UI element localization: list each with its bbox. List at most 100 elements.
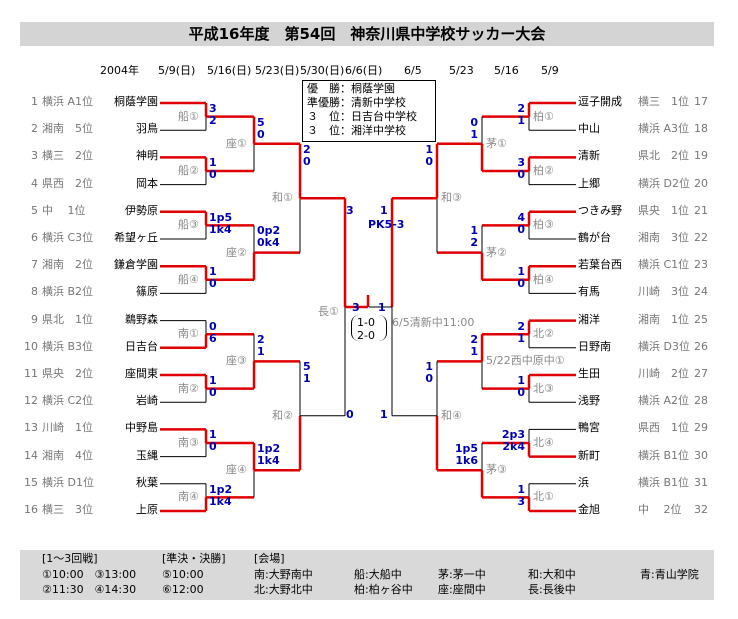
team-name: 湘洋 xyxy=(578,312,600,326)
team-seed: 3 xyxy=(31,149,38,163)
match-venue: 座② xyxy=(226,245,247,259)
team-name: 鵜野森 xyxy=(125,312,158,326)
team-seed: 25 xyxy=(694,312,708,326)
final-detail: 1-0 xyxy=(357,316,375,329)
team-region: 湘南 4位 xyxy=(42,448,93,462)
third-place-row: ３ 位：湘洋中学校 xyxy=(307,124,406,137)
legend-venue-minami: 南:大野南中 xyxy=(254,568,313,581)
team-region: 県西 2位 xyxy=(42,176,93,190)
team-seed: 26 xyxy=(694,339,708,353)
team-name: 上郷 xyxy=(578,176,600,190)
team-seed: 22 xyxy=(694,231,708,244)
match-score-bottom: 1 xyxy=(257,345,265,359)
match-score-top: 3 xyxy=(209,102,217,115)
match-score-bottom: 0 xyxy=(517,222,525,236)
team-name: 生田 xyxy=(578,367,600,380)
match-score-bottom: 1k4 xyxy=(257,454,280,467)
team-name: 鎌倉学園 xyxy=(114,258,158,272)
match-score-bottom: 1 xyxy=(303,372,311,386)
match-venue: 座④ xyxy=(226,463,247,477)
team-region: 横三 1位 xyxy=(638,95,689,108)
team-region: 横三 2位 xyxy=(42,149,93,163)
match-score-top: 1 xyxy=(425,142,433,156)
legend-venue-za: 座:座間中 xyxy=(438,583,486,596)
semifinal-score-top: 3 xyxy=(346,204,354,218)
match-venue: 北② xyxy=(533,327,554,341)
match-score-top: 2 xyxy=(517,319,525,333)
team-seed: 12 xyxy=(24,394,38,408)
legend-venue-wa: 和:大和中 xyxy=(528,568,576,581)
match-score-bottom: 0 xyxy=(517,277,525,291)
match-score-bottom: 0 xyxy=(425,372,433,386)
final-venue: 6/5清新中11:00 xyxy=(392,316,475,329)
match-score-bottom: 0 xyxy=(425,154,433,168)
team-name: 日吉台 xyxy=(125,339,158,353)
match-score-bottom: 0 xyxy=(209,168,217,182)
match-score-bottom: 6 xyxy=(209,331,217,345)
team-seed: 7 xyxy=(31,258,38,272)
match-score-bottom: 0 xyxy=(209,277,217,291)
team-region: 中 2位 xyxy=(638,503,682,516)
team-name: 逗子開成 xyxy=(578,95,622,108)
team-name: 篠原 xyxy=(136,285,158,299)
legend-venue-ao: 青:青山学院 xyxy=(640,568,699,581)
match-venue: 北④ xyxy=(533,436,554,449)
legend-venue-chi: 茅:茅一中 xyxy=(438,568,486,581)
team-region: 湘南 3位 xyxy=(638,231,689,244)
team-region: 横浜 B1位 xyxy=(638,448,690,462)
match-score-top: 2p3 xyxy=(501,428,525,442)
date-right-sf: 6/5 xyxy=(404,64,422,77)
team-region: 横浜 C3位 xyxy=(42,231,94,244)
match-score-bottom: 1 xyxy=(517,114,525,127)
match-score-top: 1 xyxy=(209,374,217,387)
match-score-bottom: 1 xyxy=(470,345,478,359)
semifinal-score-bottom: 0 xyxy=(346,407,354,421)
match-venue: 北③ xyxy=(533,381,554,395)
team-region: 横浜 B2位 xyxy=(42,285,94,299)
team-region: 県央 2位 xyxy=(42,367,93,380)
team-seed: 23 xyxy=(694,258,708,272)
team-seed: 18 xyxy=(694,122,708,136)
team-seed: 19 xyxy=(694,149,708,163)
third-place-row: ３ 位：日吉台中学校 xyxy=(307,110,417,123)
team-seed: 16 xyxy=(24,503,38,516)
team-name: 秋葉 xyxy=(136,475,158,489)
match-venue: 船③ xyxy=(178,218,199,232)
team-name: 日野南 xyxy=(578,339,611,353)
date-r1: 5/9(日) xyxy=(158,64,196,77)
team-region: 川崎 2位 xyxy=(638,367,689,380)
match-score-top: 1 xyxy=(517,374,525,387)
team-seed: 2 xyxy=(31,122,38,136)
match-score-top: 1 xyxy=(517,265,525,279)
match-score-bottom: 1k4 xyxy=(209,494,232,508)
team-name: 金旭 xyxy=(578,503,600,516)
team-name: 中山 xyxy=(578,122,600,136)
match-score-top: 1p5 xyxy=(209,210,233,224)
semifinal-score-bottom: 1 xyxy=(380,407,388,421)
match-score-top: 1p2 xyxy=(257,442,281,455)
match-score-top: 1 xyxy=(470,224,478,238)
date-qf: 5/30(日) xyxy=(300,64,345,77)
match-score-top: 0 xyxy=(209,319,217,333)
team-region: 横浜 A1位 xyxy=(42,95,94,108)
date-r2: 5/16(日) xyxy=(207,64,252,77)
team-name: 中野島 xyxy=(125,421,158,435)
team-name: つきみ野 xyxy=(578,203,622,217)
match-score-top: 2 xyxy=(517,102,525,115)
match-venue: 北① xyxy=(533,490,554,504)
legend-final-head: [準決・決勝] xyxy=(162,552,226,565)
team-region: 横浜 C1位 xyxy=(638,258,690,272)
match-venue: 和③ xyxy=(441,191,462,205)
legend-box: [1～3回戦] ①10:00 ③13:00 ②11:30 ④14:30 [準決・… xyxy=(20,550,714,600)
team-seed: 20 xyxy=(694,176,708,190)
team-region: 横浜 A2位 xyxy=(638,394,690,408)
legend-rounds-times-b: ②11:30 ④14:30 xyxy=(42,583,137,596)
match-score-top: 5 xyxy=(257,115,265,129)
match-score-top: 3 xyxy=(517,156,525,170)
team-region: 県北 1位 xyxy=(42,312,93,326)
match-score-top: 1 xyxy=(209,265,217,279)
match-score-top: 1 xyxy=(209,156,217,170)
team-region: 横浜 D3位 xyxy=(638,339,690,353)
semifinal-score-top: 1 xyxy=(380,204,388,218)
match-score-bottom: 0 xyxy=(209,386,217,399)
